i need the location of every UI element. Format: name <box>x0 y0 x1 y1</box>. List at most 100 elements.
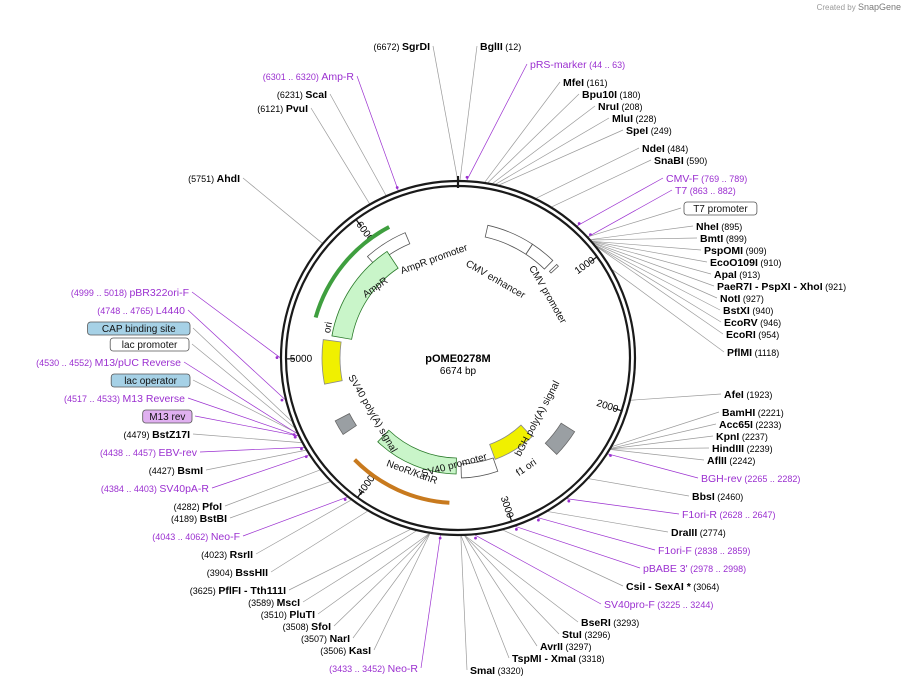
leader-line <box>576 177 664 227</box>
label-bmti[interactable]: BmtI (899) <box>700 233 747 245</box>
site-label-text: PflMI (1118) <box>727 347 779 359</box>
leader-line <box>187 397 299 437</box>
label-rsrii[interactable]: (4023) RsrII <box>201 549 253 561</box>
label-bstz17i[interactable]: (4479) BstZ17I <box>124 429 191 441</box>
label-bpu10i[interactable]: Bpu10I (180) <box>582 89 641 101</box>
label-ahdi[interactable]: (5751) AhdI <box>188 173 240 185</box>
label-sgrdi[interactable]: (6672) SgrDI <box>373 41 430 53</box>
label-m13-puc-reverse[interactable]: (4530 .. 4552) M13/pUC Reverse <box>36 357 181 369</box>
label-tspmi-xmai[interactable]: TspMI - XmaI (3318) <box>512 653 605 665</box>
site-label-text: (6672) SgrDI <box>373 41 430 53</box>
label-bbsi[interactable]: BbsI (2460) <box>692 491 743 503</box>
label-mlui[interactable]: MluI (228) <box>612 113 657 125</box>
feature-sv40-promoter[interactable] <box>460 457 499 479</box>
label-nari[interactable]: (3507) NarI <box>301 633 350 645</box>
label-nhei[interactable]: NheI (895) <box>696 221 742 233</box>
primer-site-mark <box>577 222 581 225</box>
label-ecorv[interactable]: EcoRV (946) <box>724 317 781 329</box>
label-pbr322ori-f[interactable]: (4999 .. 5018) pBR322ori-F <box>71 287 189 299</box>
label-nrui[interactable]: NruI (208) <box>598 101 643 113</box>
label-bgh-rev[interactable]: BGH-rev (2265 .. 2282) <box>701 473 800 485</box>
label-afei[interactable]: AfeI (1923) <box>724 389 772 401</box>
credit-prefix: Created by <box>816 3 856 12</box>
label-bstxi[interactable]: BstXI (940) <box>723 305 773 317</box>
site-label-text: SpeI (249) <box>626 125 672 137</box>
label-pluti[interactable]: (3510) PluTI <box>261 609 315 621</box>
site-label-text: NheI (895) <box>696 221 742 233</box>
site-label-text: Acc65I (2233) <box>719 419 781 431</box>
site-label-text: BstXI (940) <box>723 305 773 317</box>
leader-line <box>588 207 682 238</box>
label-ecori[interactable]: EcoRI (954) <box>726 329 779 341</box>
label-neo-r[interactable]: (3433 .. 3452) Neo-R <box>329 663 418 675</box>
label-ecoo109i[interactable]: EcoO109I (910) <box>710 257 781 269</box>
label-pfoi[interactable]: (4282) PfoI <box>174 501 222 513</box>
site-label-text: (5751) AhdI <box>188 173 240 185</box>
label-csii-sexai-[interactable]: CsiI - SexAI * (3064) <box>626 581 719 593</box>
label-bsmi[interactable]: (4427) BsmI <box>149 465 203 477</box>
label-pspomi[interactable]: PspOMI (909) <box>704 245 767 257</box>
label-spei[interactable]: SpeI (249) <box>626 125 672 137</box>
label-cmv-f[interactable]: CMV-F (769 .. 789) <box>666 173 747 185</box>
label-pflfi-tth111i[interactable]: (3625) PflFI - Tth111I <box>190 585 286 597</box>
site-label-text: F1ori-F (2838 .. 2859) <box>658 545 750 557</box>
label-acc65i[interactable]: Acc65I (2233) <box>719 419 781 431</box>
label-draiii[interactable]: DraIII (2774) <box>671 527 726 539</box>
label-noti[interactable]: NotI (927) <box>720 293 764 305</box>
label-bamhi[interactable]: BamHI (2221) <box>722 407 784 419</box>
label-sv40pa-r[interactable]: (4384 .. 4403) SV40pA-R <box>101 483 210 495</box>
label-cap-binding-site[interactable]: CAP binding site <box>87 321 191 336</box>
label-sv40pro-f[interactable]: SV40pro-F (3225 .. 3244) <box>604 599 713 611</box>
label-t7[interactable]: T7 (863 .. 882) <box>675 185 736 197</box>
label-scai[interactable]: (6231) ScaI <box>277 89 327 101</box>
label-m13-rev[interactable]: M13 rev <box>142 409 193 424</box>
label-m13-reverse[interactable]: (4517 .. 4533) M13 Reverse <box>64 393 185 405</box>
label-smai[interactable]: SmaI (3320) <box>470 665 524 677</box>
label-kpni[interactable]: KpnI (2237) <box>716 431 768 443</box>
label-bsshii[interactable]: (3904) BssHII <box>207 567 268 579</box>
label-f1ori-r[interactable]: F1ori-R (2628 .. 2647) <box>682 509 776 521</box>
label-mfei[interactable]: MfeI (161) <box>563 77 608 89</box>
label-neo-f[interactable]: (4043 .. 4062) Neo-F <box>152 531 240 543</box>
label-bstbi[interactable]: (4189) BstBI <box>171 513 227 525</box>
label-stui[interactable]: StuI (3296) <box>562 629 610 641</box>
label-sfoi[interactable]: (3508) SfoI <box>283 621 331 633</box>
label-ndei[interactable]: NdeI (484) <box>642 143 688 155</box>
feature-sv40-poly-a-signal[interactable] <box>334 413 357 435</box>
site-label-text: DraIII (2774) <box>671 527 726 539</box>
feature-cmv-promoter[interactable] <box>525 243 554 270</box>
label-aflii[interactable]: AflII (2242) <box>707 455 755 467</box>
feature-cmv-enhancer[interactable] <box>484 224 533 255</box>
label-snabi[interactable]: SnaBI (590) <box>654 155 707 167</box>
feature-ori[interactable] <box>321 339 343 385</box>
label-l4440[interactable]: (4748 .. 4765) L4440 <box>97 305 185 317</box>
label-pvui[interactable]: (6121) PvuI <box>257 103 308 115</box>
label-msci[interactable]: (3589) MscI <box>248 597 300 609</box>
primer-site-mark <box>589 233 592 237</box>
feature-box <box>87 321 191 336</box>
label-pbabe-3-[interactable]: pBABE 3' (2978 .. 2998) <box>643 563 746 575</box>
label-lac-promoter[interactable]: lac promoter <box>109 337 190 352</box>
leader-line <box>302 530 417 603</box>
site-label-text: (3589) MscI <box>248 597 300 609</box>
label-amp-r[interactable]: (6301 .. 6320) Amp-R <box>263 71 355 83</box>
label-hindiii[interactable]: HindIII (2239) <box>712 443 773 455</box>
label-avrii[interactable]: AvrII (3297) <box>540 641 592 653</box>
label-paer7i-pspxi-xhoi[interactable]: PaeR7I - PspXI - XhoI (921) <box>717 281 846 293</box>
feature-f1-ori[interactable] <box>489 424 533 460</box>
feature-t7-promoter[interactable] <box>548 263 559 274</box>
site-label-text: (3507) NarI <box>301 633 350 645</box>
label-lac-operator[interactable]: lac operator <box>110 373 191 388</box>
label-prs-marker[interactable]: pRS-marker (44 .. 63) <box>530 59 625 71</box>
label-pflmi[interactable]: PflMI (1118) <box>727 347 779 359</box>
label-bglii[interactable]: BglII (12) <box>480 41 521 53</box>
label-ebv-rev[interactable]: (4438 .. 4457) EBV-rev <box>100 447 198 459</box>
label-kasi[interactable]: (3506) KasI <box>320 645 371 657</box>
label-apai[interactable]: ApaI (913) <box>714 269 760 281</box>
label-bseri[interactable]: BseRI (3293) <box>581 617 639 629</box>
label-f1ori-f[interactable]: F1ori-F (2838 .. 2859) <box>658 545 750 557</box>
feature-neor-kanr[interactable] <box>377 429 457 475</box>
feature-ampr[interactable] <box>331 250 399 340</box>
label-t7-promoter[interactable]: T7 promoter <box>683 201 758 216</box>
feature-bgh-poly-a-signal[interactable] <box>544 422 576 455</box>
